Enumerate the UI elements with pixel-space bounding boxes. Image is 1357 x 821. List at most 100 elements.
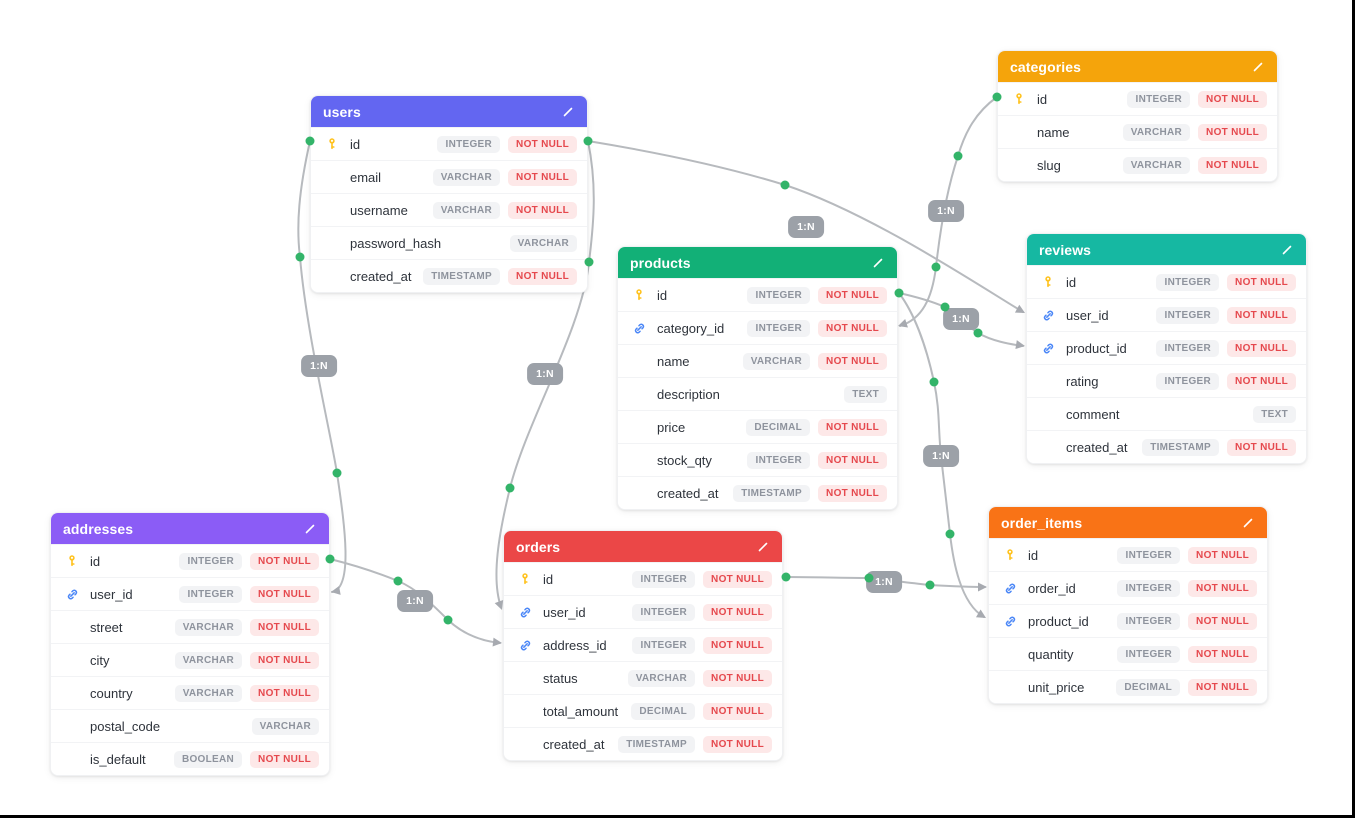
not-null-badge: NOT NULL [508, 267, 577, 285]
not-null-badge: NOT NULL [703, 669, 772, 687]
primary-key-icon [62, 554, 82, 568]
not-null-badge: NOT NULL [250, 618, 319, 636]
pencil-icon[interactable] [303, 522, 317, 536]
relationship-cardinality-badge[interactable]: 1:N [923, 445, 959, 467]
pencil-icon[interactable] [1241, 516, 1255, 530]
relationship-cardinality-badge[interactable]: 1:N [527, 363, 563, 385]
not-null-badge: NOT NULL [818, 451, 887, 469]
table-header-users[interactable]: users [311, 96, 587, 127]
field-type-badge: VARCHAR [509, 234, 577, 252]
field-name: id [1028, 547, 1039, 563]
field-name: user_id [90, 586, 133, 602]
not-null-badge: NOT NULL [250, 651, 319, 669]
not-null-badge: NOT NULL [508, 168, 577, 186]
pencil-icon[interactable] [1280, 243, 1294, 257]
field-type-badge: INTEGER [1156, 306, 1220, 324]
table-title: orders [516, 538, 561, 555]
primary-key-icon [1000, 548, 1020, 562]
primary-key-icon [1009, 92, 1029, 106]
table-header-products[interactable]: products [618, 247, 897, 278]
pencil-icon[interactable] [1251, 60, 1265, 74]
relationship-cardinality-badge[interactable]: 1:N [788, 216, 824, 238]
field-type-badge: INTEGER [632, 570, 696, 588]
table-header-order-items[interactable]: order_items [989, 507, 1267, 538]
pencil-icon[interactable] [561, 105, 575, 119]
table-title: reviews [1039, 241, 1092, 258]
field-name: is_default [90, 751, 146, 767]
relationship-cardinality-badge[interactable]: 1:N [301, 355, 337, 377]
table-title: order_items [1001, 514, 1083, 531]
table-header-orders[interactable]: orders [504, 531, 782, 562]
relationship-cardinality-badge[interactable]: 1:N [397, 590, 433, 612]
field-type-badge: VARCHAR [1122, 123, 1191, 141]
field-name: category_id [657, 320, 725, 336]
field-name: quantity [1028, 646, 1074, 662]
field-type-badge: INTEGER [179, 585, 243, 603]
field-name: address_id [543, 637, 607, 653]
pencil-icon[interactable] [756, 540, 770, 554]
field-name: unit_price [1028, 679, 1085, 695]
table-title: categories [1010, 58, 1082, 75]
field-name: id [657, 287, 668, 303]
relationship-cardinality-badge[interactable]: 1:N [928, 200, 964, 222]
relationship-cardinality-badge[interactable]: 1:N [943, 308, 979, 330]
table-header-addresses[interactable]: addresses [51, 513, 329, 544]
pencil-icon[interactable] [871, 256, 885, 270]
field-name: rating [1066, 373, 1099, 389]
field-name: id [350, 136, 361, 152]
relationship-cardinality-badge[interactable]: 1:N [866, 571, 902, 593]
table-header-reviews[interactable]: reviews [1027, 234, 1306, 265]
field-type-badge: TIMESTAMP [423, 267, 501, 285]
table-header-categories[interactable]: categories [998, 51, 1277, 82]
primary-key-icon [629, 288, 649, 302]
field-name: stock_qty [657, 452, 712, 468]
